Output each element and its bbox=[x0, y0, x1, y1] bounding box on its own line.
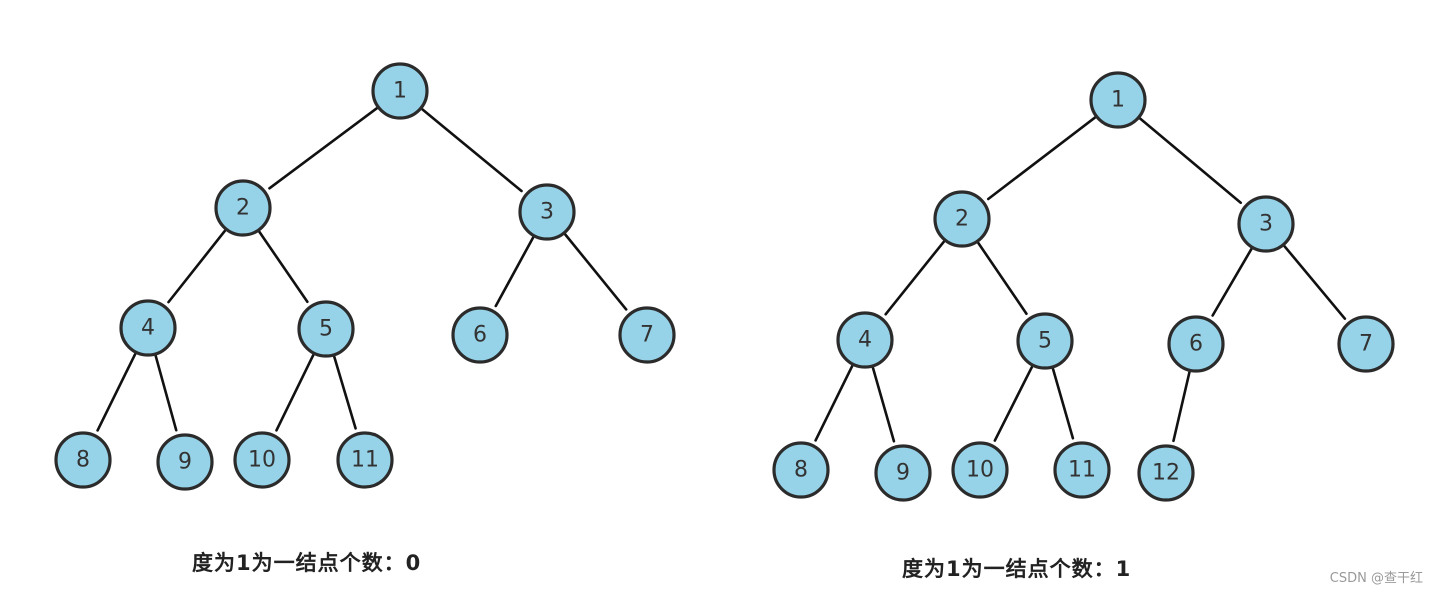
node-circle-left-7 bbox=[618, 306, 676, 364]
node-label-left-5: 5 bbox=[319, 317, 333, 342]
node-circle-left-2 bbox=[214, 179, 272, 237]
edge-right-3-6 bbox=[1211, 247, 1253, 317]
node-circle-left-8 bbox=[54, 431, 112, 489]
node-right-9: 9 bbox=[874, 444, 932, 502]
edge-left-5-11 bbox=[332, 355, 357, 430]
node-circle-right-6 bbox=[1167, 315, 1225, 373]
node-circle-right-5 bbox=[1016, 312, 1074, 370]
node-label-right-7: 7 bbox=[1359, 332, 1373, 357]
node-circle-right-10 bbox=[951, 441, 1009, 499]
node-label-right-3: 3 bbox=[1259, 212, 1273, 237]
edge-right-4-8 bbox=[814, 364, 854, 442]
node-right-1: 1 bbox=[1089, 71, 1147, 129]
node-right-4: 4 bbox=[836, 311, 894, 369]
node-label-right-11: 11 bbox=[1068, 458, 1096, 483]
node-left-1: 1 bbox=[371, 62, 429, 120]
node-left-7: 7 bbox=[618, 306, 676, 364]
edge-left-1-2 bbox=[268, 107, 379, 190]
node-circle-right-1 bbox=[1089, 71, 1147, 129]
node-left-9: 9 bbox=[156, 433, 214, 491]
node-left-6: 6 bbox=[451, 306, 509, 364]
node-right-2: 2 bbox=[933, 190, 991, 248]
node-label-left-11: 11 bbox=[351, 448, 379, 473]
edge-right-1-2 bbox=[986, 116, 1097, 201]
node-label-left-8: 8 bbox=[76, 448, 90, 473]
node-circle-left-1 bbox=[371, 62, 429, 120]
node-circle-left-10 bbox=[233, 431, 291, 489]
node-circle-right-8 bbox=[772, 441, 830, 499]
node-circle-right-9 bbox=[874, 444, 932, 502]
node-circle-right-7 bbox=[1337, 315, 1395, 373]
node-right-6: 6 bbox=[1167, 315, 1225, 373]
edge-left-4-9 bbox=[154, 354, 178, 432]
node-label-left-3: 3 bbox=[540, 200, 554, 225]
edge-right-4-9 bbox=[871, 366, 896, 443]
node-left-10: 10 bbox=[233, 431, 291, 489]
node-label-left-1: 1 bbox=[393, 79, 407, 104]
node-left-3: 3 bbox=[518, 183, 576, 241]
caption-right: 度为1为一结点个数：1 bbox=[902, 557, 1132, 581]
edge-right-2-4 bbox=[884, 240, 946, 316]
node-circle-left-5 bbox=[297, 300, 355, 358]
edge-left-2-4 bbox=[167, 229, 227, 304]
node-label-right-1: 1 bbox=[1111, 88, 1125, 113]
node-left-4: 4 bbox=[119, 299, 177, 357]
node-circle-left-6 bbox=[451, 306, 509, 364]
edge-left-4-8 bbox=[96, 352, 137, 432]
edge-left-3-6 bbox=[494, 236, 535, 308]
node-circle-left-4 bbox=[119, 299, 177, 357]
node-label-left-9: 9 bbox=[178, 450, 192, 475]
node-label-right-10: 10 bbox=[966, 458, 994, 483]
node-right-3: 3 bbox=[1237, 195, 1295, 253]
node-circle-right-12 bbox=[1137, 444, 1195, 502]
node-label-left-6: 6 bbox=[473, 323, 487, 348]
node-right-8: 8 bbox=[772, 441, 830, 499]
edge-left-1-3 bbox=[421, 108, 523, 193]
node-left-2: 2 bbox=[214, 179, 272, 237]
node-circle-left-9 bbox=[156, 433, 214, 491]
node-circle-left-3 bbox=[518, 183, 576, 241]
edge-right-5-11 bbox=[1051, 367, 1075, 440]
node-label-right-2: 2 bbox=[955, 207, 969, 232]
node-label-left-7: 7 bbox=[640, 323, 654, 348]
node-label-right-8: 8 bbox=[794, 458, 808, 483]
node-label-right-5: 5 bbox=[1038, 329, 1052, 354]
node-circle-right-2 bbox=[933, 190, 991, 248]
edge-left-5-10 bbox=[275, 353, 315, 432]
tree-left: 1 2 3 4 5 6 7 8 9 10 11 bbox=[54, 62, 676, 491]
edge-right-1-3 bbox=[1138, 117, 1243, 205]
node-label-right-9: 9 bbox=[896, 461, 910, 486]
node-left-11: 11 bbox=[336, 431, 394, 489]
node-circle-right-4 bbox=[836, 311, 894, 369]
edge-right-6-12 bbox=[1172, 370, 1191, 443]
edge-right-2-5 bbox=[977, 241, 1028, 316]
edge-right-3-7 bbox=[1283, 244, 1347, 320]
node-circle-right-11 bbox=[1053, 441, 1111, 499]
node-left-8: 8 bbox=[54, 431, 112, 489]
caption-left: 度为1为一结点个数：0 bbox=[192, 551, 422, 575]
node-right-10: 10 bbox=[951, 441, 1009, 499]
node-right-12: 12 bbox=[1137, 444, 1195, 502]
node-right-5: 5 bbox=[1016, 312, 1074, 370]
node-label-right-12: 12 bbox=[1152, 461, 1180, 486]
node-label-left-10: 10 bbox=[248, 448, 276, 473]
edge-right-5-10 bbox=[993, 365, 1034, 442]
node-circle-left-11 bbox=[336, 431, 394, 489]
node-label-right-6: 6 bbox=[1189, 332, 1203, 357]
edge-left-3-7 bbox=[563, 233, 628, 311]
node-left-5: 5 bbox=[297, 300, 355, 358]
node-right-7: 7 bbox=[1337, 315, 1395, 373]
node-label-left-4: 4 bbox=[141, 316, 155, 341]
node-label-left-2: 2 bbox=[236, 196, 250, 221]
watermark: CSDN @查干红 bbox=[1329, 571, 1423, 586]
edge-left-2-5 bbox=[258, 230, 309, 304]
node-label-right-4: 4 bbox=[858, 328, 872, 353]
node-right-11: 11 bbox=[1053, 441, 1111, 499]
node-circle-right-3 bbox=[1237, 195, 1295, 253]
